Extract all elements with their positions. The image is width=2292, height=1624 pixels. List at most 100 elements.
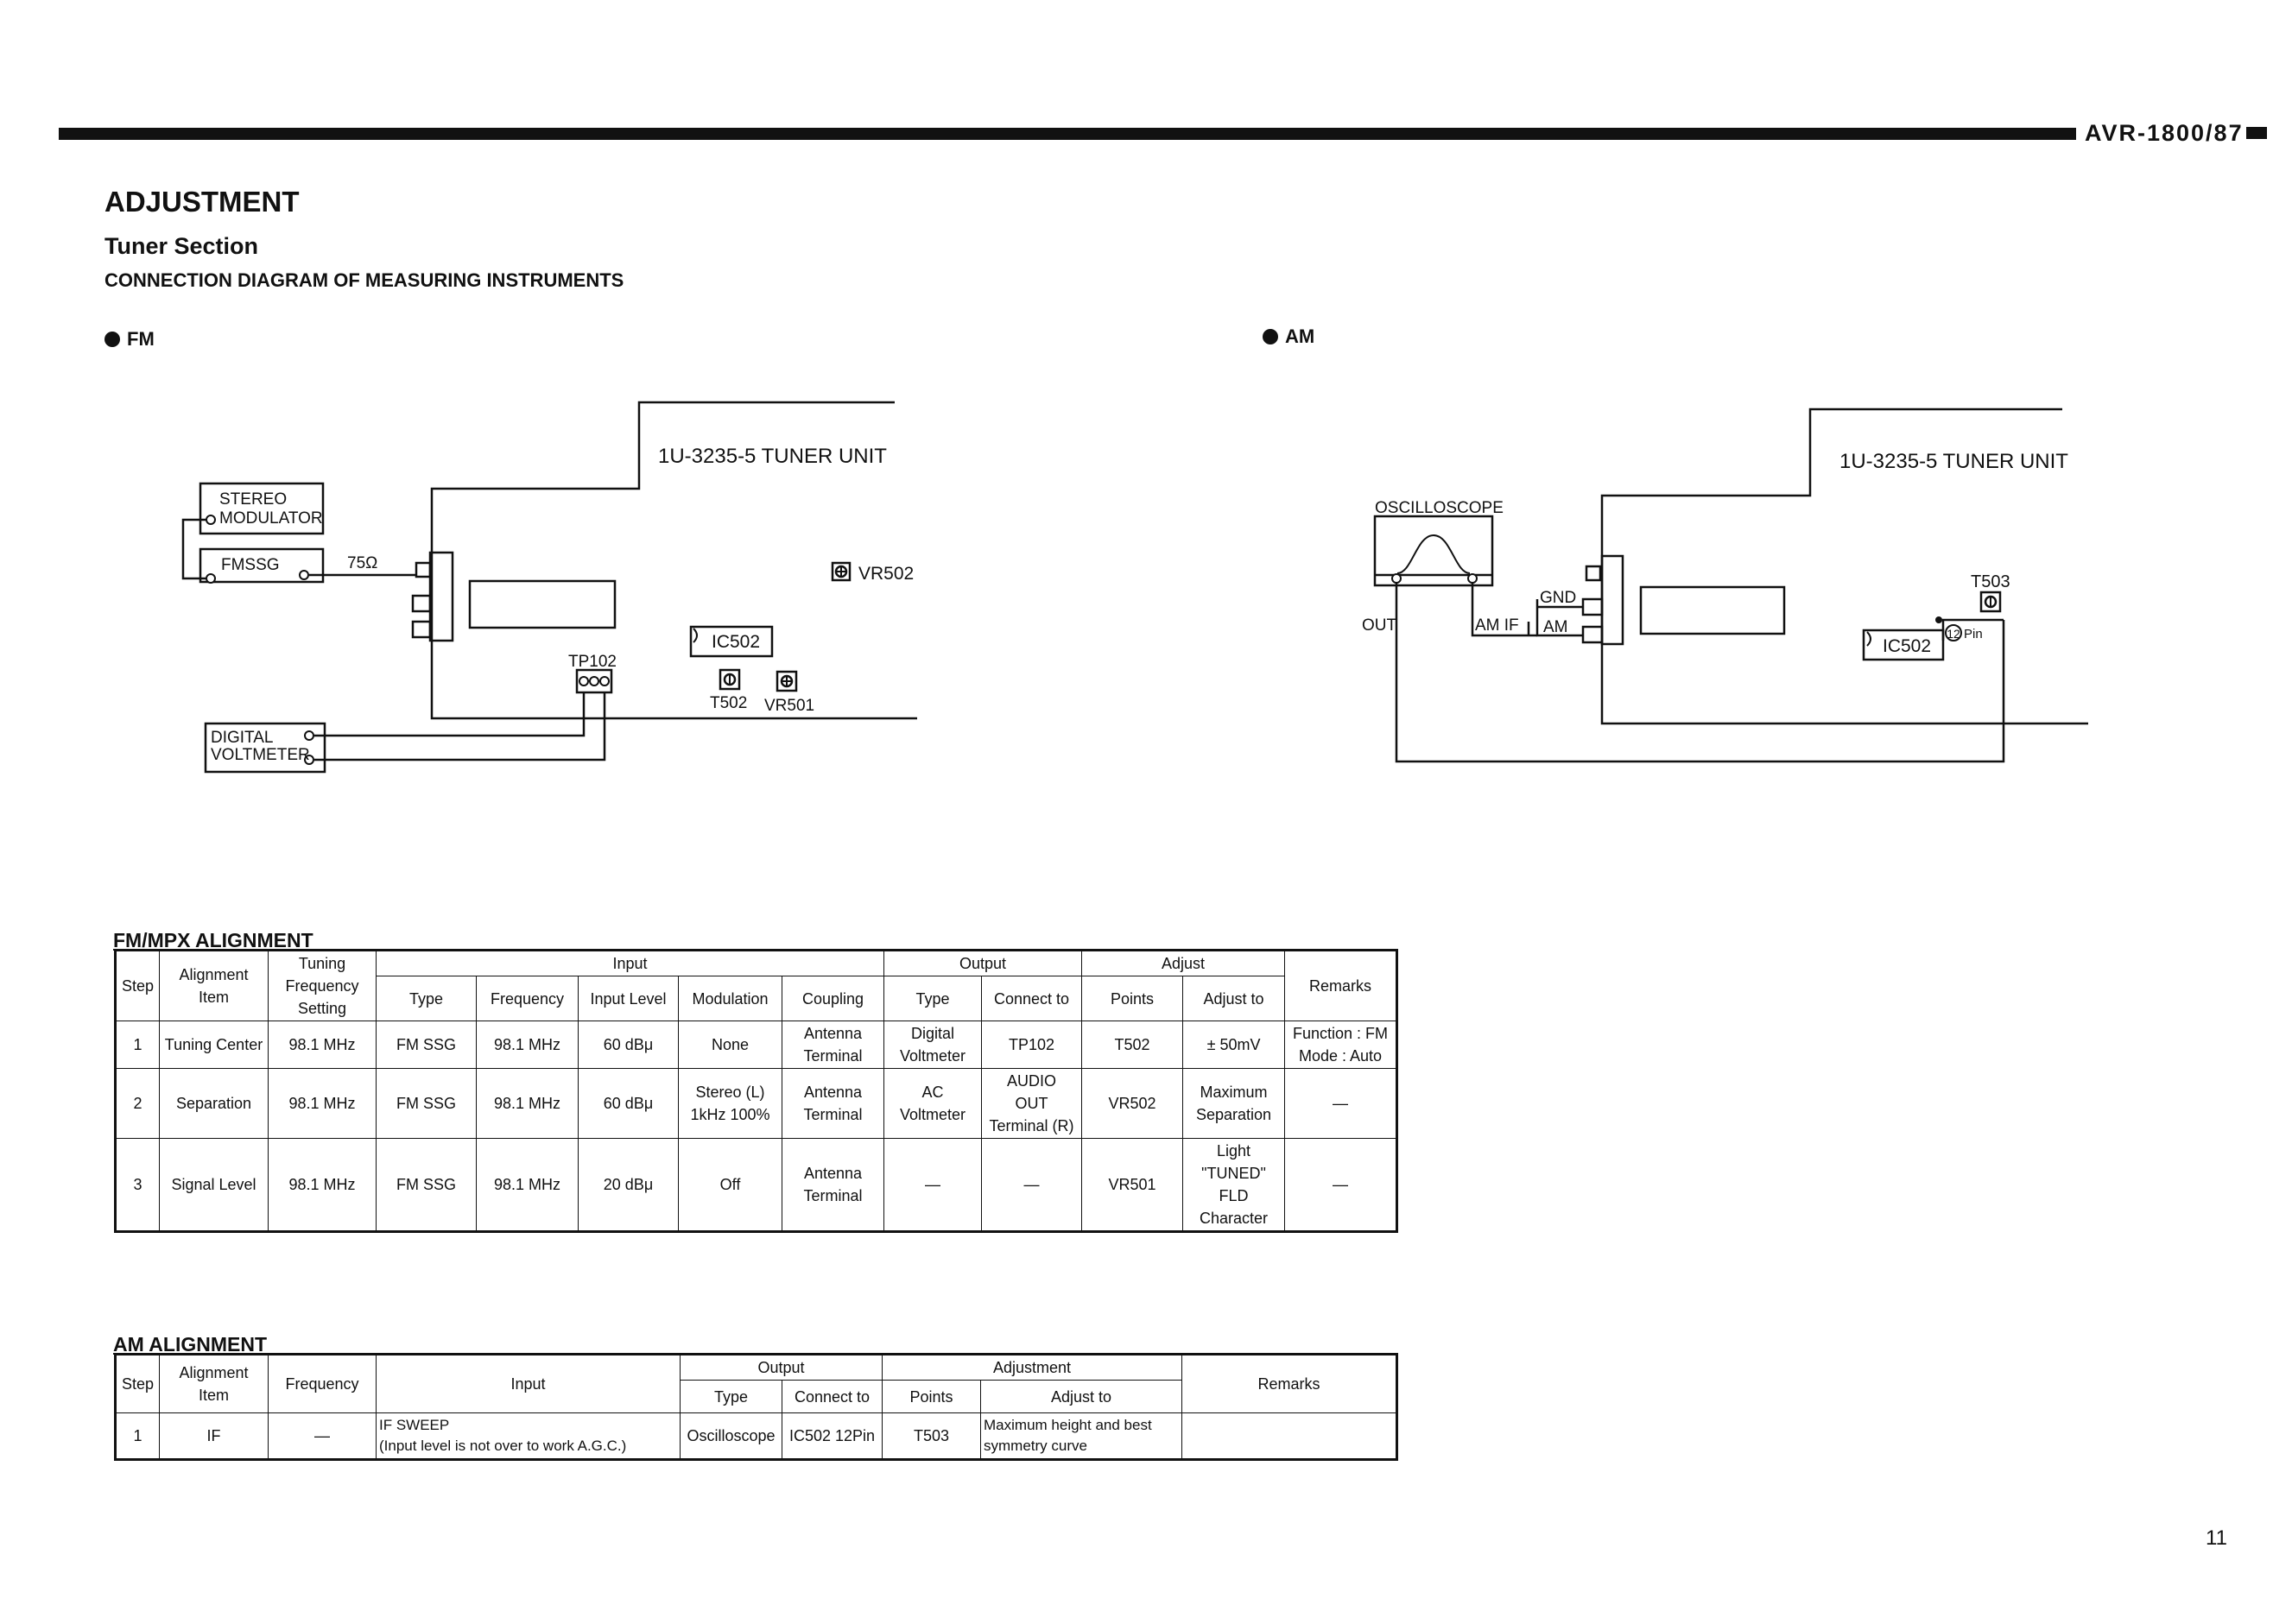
cell-tuning: 98.1 MHz: [268, 1068, 377, 1139]
am-if-label: AM IF: [1475, 616, 1519, 635]
table-row: 1 IF — IF SWEEP(Input level is not over …: [115, 1412, 1398, 1460]
page-title: ADJUSTMENT: [104, 186, 300, 218]
cell-input-frequency: 98.1 MHz: [476, 1021, 579, 1069]
am-heading: AM: [1263, 325, 1314, 348]
cell-input-frequency: 98.1 MHz: [476, 1138, 579, 1232]
subheader-coupling: Coupling: [781, 976, 885, 1021]
cell-item: Tuning Center: [159, 1021, 269, 1069]
cell-modulation: None: [678, 1021, 782, 1069]
header-remarks: Remarks: [1284, 950, 1398, 1021]
cell-frequency: —: [268, 1412, 377, 1460]
fm-table-caption: FM/MPX ALIGNMENT: [113, 929, 313, 951]
am-label: AM: [1543, 618, 1568, 636]
cell-output-type: —: [883, 1138, 983, 1232]
cell-step: 1: [115, 1021, 160, 1069]
cell-connect-to: IC502 12Pin: [781, 1412, 883, 1460]
digital-voltmeter-label-2: VOLTMETER: [211, 746, 310, 764]
pin-label: Pin: [1964, 627, 1983, 641]
cell-connect-to: —: [981, 1138, 1083, 1232]
out-label: OUT: [1362, 616, 1397, 635]
fm-ic502-label: IC502: [712, 632, 760, 652]
model-number: AVR-1800/87: [2085, 120, 2244, 146]
subheader-output-type: Type: [680, 1380, 782, 1413]
bullet-icon: [104, 332, 120, 347]
subheader-connect-to: Connect to: [981, 976, 1083, 1021]
table-row: 2 Separation 98.1 MHz FM SSG 98.1 MHz 60…: [115, 1068, 1398, 1139]
header-output: Output: [883, 950, 1083, 976]
subheader-connect-to: Connect to: [781, 1380, 883, 1413]
fm-tuner-unit-label: 1U-3235-5 TUNER UNIT: [658, 445, 887, 468]
cell-input-type: FM SSG: [376, 1021, 477, 1069]
vr502-label: VR502: [858, 564, 914, 584]
cell-points: VR501: [1081, 1138, 1184, 1232]
stereo-modulator-label-2: MODULATOR: [219, 509, 323, 528]
cell-input-level: 60 dBμ: [578, 1021, 679, 1069]
header-adjust: Adjust: [1081, 950, 1286, 976]
header-rule: [59, 128, 2076, 140]
cell-tuning: 98.1 MHz: [268, 1138, 377, 1232]
header-remarks: Remarks: [1181, 1354, 1398, 1413]
cell-item: Separation: [159, 1068, 269, 1139]
pin-number: 12: [1947, 627, 1960, 641]
cell-input-type: FM SSG: [376, 1138, 477, 1232]
header-input: Input: [376, 1354, 681, 1413]
fm-heading: FM: [104, 328, 155, 351]
subheader-points: Points: [1081, 976, 1184, 1021]
cell-points: T503: [882, 1412, 982, 1460]
cell-adjust-to: ± 50mV: [1182, 1021, 1286, 1069]
cell-step: 2: [115, 1068, 160, 1139]
header-end-mark: [2246, 127, 2267, 139]
am-ic502-label: IC502: [1883, 636, 1931, 656]
tp102-label: TP102: [568, 653, 617, 671]
bullet-icon: [1263, 329, 1278, 344]
cell-points: T502: [1081, 1021, 1184, 1069]
cell-modulation: Stereo (L)1kHz 100%: [678, 1068, 782, 1139]
header-input: Input: [375, 950, 885, 976]
cell-item: IF: [159, 1412, 269, 1460]
am-tuner-unit-label: 1U-3235-5 TUNER UNIT: [1839, 450, 2068, 473]
subheader-input-frequency: Frequency: [476, 976, 579, 1021]
t502-label: T502: [710, 694, 747, 712]
subheader-input-level: Input Level: [578, 976, 679, 1021]
subheader-output-type: Type: [883, 976, 983, 1021]
cell-input: IF SWEEP(Input level is not over to work…: [376, 1412, 681, 1460]
subheader-points: Points: [882, 1380, 982, 1413]
header-adjustment: Adjustment: [882, 1354, 1183, 1381]
cell-connect-to: TP102: [981, 1021, 1083, 1069]
subheader-adjust-to: Adjust to: [1182, 976, 1286, 1021]
diagram-heading: CONNECTION DIAGRAM OF MEASURING INSTRUME…: [104, 269, 624, 291]
am-table-caption: AM ALIGNMENT: [113, 1333, 268, 1355]
vr501-label: VR501: [764, 697, 814, 715]
cell-item: Signal Level: [159, 1138, 269, 1232]
cell-remarks: —: [1284, 1138, 1398, 1232]
subheader-adjust-to: Adjust to: [980, 1380, 1183, 1413]
cell-input-level: 20 dBμ: [578, 1138, 679, 1232]
subheader-input-type: Type: [376, 976, 477, 1021]
page-number: 11: [2206, 1526, 2227, 1550]
cell-step: 3: [115, 1138, 160, 1232]
digital-voltmeter-label-1: DIGITAL: [211, 729, 274, 747]
oscilloscope-label: OSCILLOSCOPE: [1375, 499, 1504, 517]
cell-input-level: 60 dBμ: [578, 1068, 679, 1139]
impedance-label: 75Ω: [347, 554, 377, 572]
stereo-modulator-label-1: STEREO: [219, 490, 287, 509]
fm-connection-diagram: 1U-3235-5 TUNER UNIT STEREO MODULATOR FM…: [181, 401, 917, 774]
header-step: Step: [115, 1354, 160, 1413]
t503-label: T503: [1971, 572, 2010, 591]
gnd-label: GND: [1540, 589, 1576, 607]
cell-remarks: —: [1284, 1068, 1398, 1139]
cell-input-frequency: 98.1 MHz: [476, 1068, 579, 1139]
